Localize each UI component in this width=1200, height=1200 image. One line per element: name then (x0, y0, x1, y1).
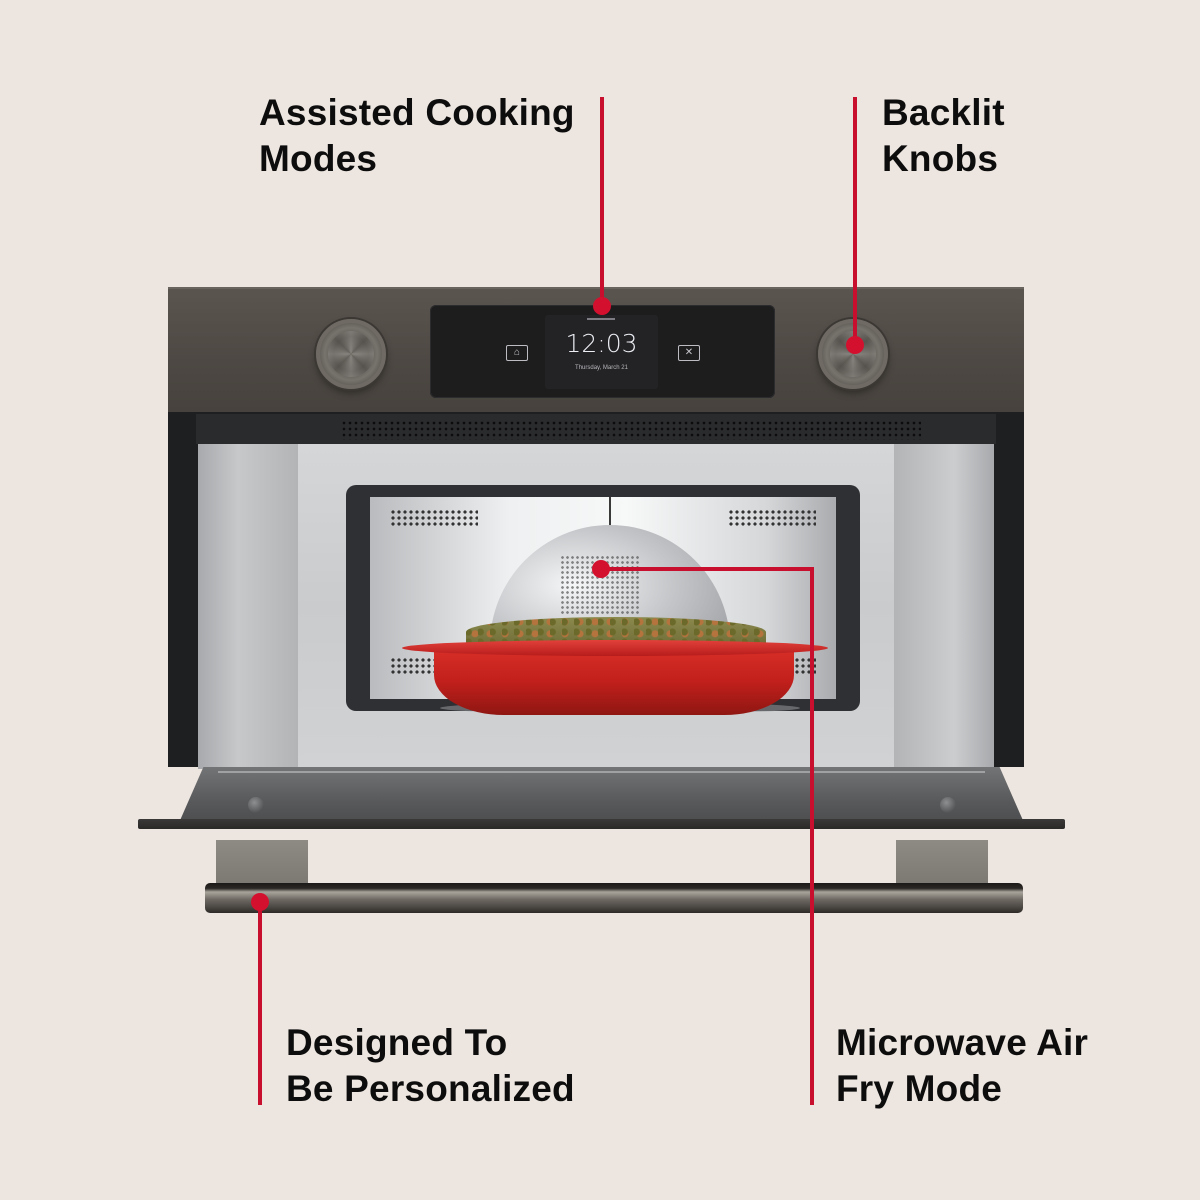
clock-date: Thursday, March 21 (575, 365, 628, 371)
handle-post-left (216, 840, 308, 887)
callout-text-line: Fry Mode (836, 1068, 1003, 1109)
display-indicator-bar (587, 318, 615, 320)
handle-post-right (896, 840, 988, 887)
cavity-interior (370, 497, 836, 715)
oven-cavity (346, 485, 860, 715)
upper-right-perforations (728, 509, 816, 527)
door-rivet-left (248, 797, 264, 813)
callout-assisted-cooking-modes: Assisted Cooking Modes (259, 90, 575, 182)
door-edge-highlight (218, 771, 985, 773)
door-panel (178, 767, 1025, 825)
callout-text-line: Modes (259, 138, 378, 179)
display-center: 12:03 Thursday, March 21 (545, 315, 658, 389)
door-handle[interactable] (205, 883, 1023, 913)
oven-body (168, 412, 1024, 769)
callout-line-personalized (258, 902, 262, 1105)
left-side-wall (198, 444, 298, 769)
callout-text-line: Backlit (882, 92, 1005, 133)
callout-line-air-fry-horizontal (600, 567, 814, 571)
door-rivet-right (940, 797, 956, 813)
callout-line-assisted-cooking (600, 97, 604, 307)
callout-dot-air-fry (592, 560, 610, 578)
callout-dot-personalized (251, 893, 269, 911)
callout-backlit-knobs: Backlit Knobs (882, 90, 1005, 182)
callout-line-backlit-knobs (853, 97, 857, 345)
callout-dot-backlit-knobs (846, 336, 864, 354)
touch-display[interactable]: ⌂ 12:03 Thursday, March 21 ✕ (430, 305, 775, 398)
close-icon[interactable]: ✕ (678, 345, 700, 361)
inner-front-panel (298, 444, 894, 769)
vent-perforations (341, 420, 921, 440)
callout-microwave-air-fry-mode: Microwave Air Fry Mode (836, 1020, 1088, 1112)
baking-dish-rim (402, 640, 828, 656)
callout-designed-to-be-personalized: Designed To Be Personalized (286, 1020, 575, 1112)
upper-left-perforations (390, 509, 478, 527)
right-side-wall (894, 444, 994, 769)
left-control-knob[interactable] (316, 319, 386, 389)
top-vent (196, 414, 996, 444)
callout-line-air-fry-vertical (810, 567, 814, 1105)
dome-stem (609, 497, 611, 527)
door-base-plate (138, 819, 1065, 829)
open-oven-door[interactable] (138, 767, 1065, 837)
callout-text-line: Assisted Cooking (259, 92, 575, 133)
callout-dot-assisted-cooking (593, 297, 611, 315)
red-baking-dish (434, 647, 794, 715)
clock-time: 12:03 (565, 329, 638, 358)
home-icon[interactable]: ⌂ (506, 345, 528, 361)
callout-text-line: Microwave Air (836, 1022, 1089, 1063)
callout-text-line: Designed To (286, 1022, 508, 1063)
callout-text-line: Knobs (882, 138, 999, 179)
callout-text-line: Be Personalized (286, 1068, 575, 1109)
